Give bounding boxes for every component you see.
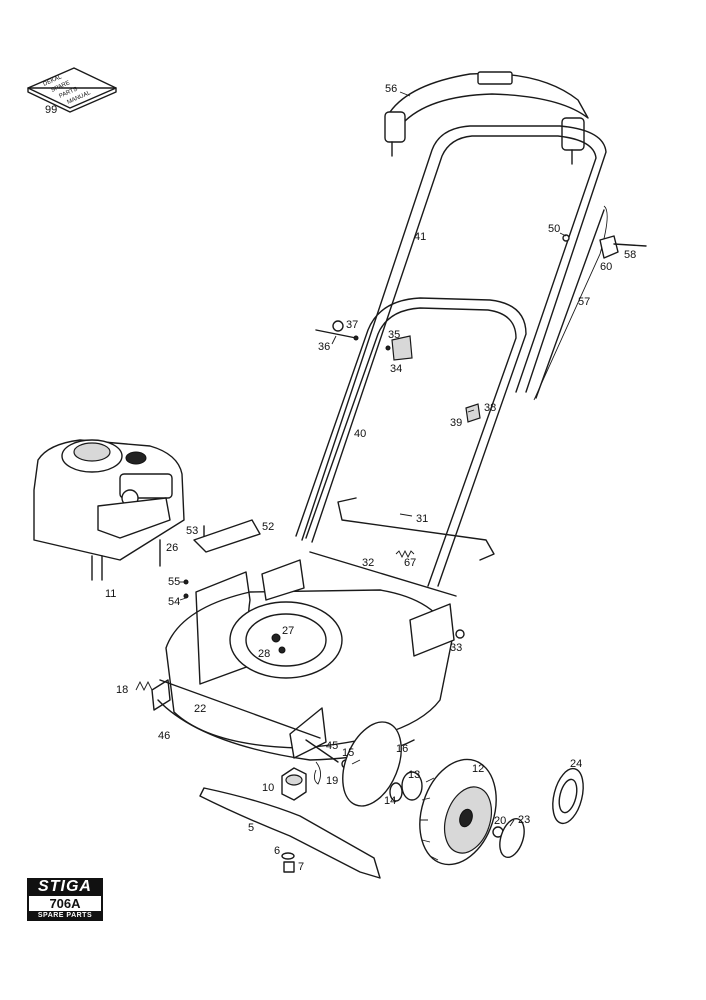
label-36: 36 — [318, 341, 330, 353]
label-54: 54 — [168, 596, 180, 608]
label-20: 20 — [494, 815, 506, 827]
label-60: 60 — [600, 261, 612, 273]
label-16: 16 — [396, 743, 408, 755]
wheel — [419, 758, 497, 866]
control-lever — [562, 234, 647, 259]
blade-bolt — [281, 852, 295, 873]
hubcap-disc — [342, 721, 402, 807]
leader-lines — [179, 91, 567, 827]
label-57: 57 — [578, 296, 590, 308]
label-26: 26 — [166, 542, 178, 554]
handle-knob-bolt — [315, 320, 359, 341]
label-35: 35 — [388, 329, 400, 341]
control-cable — [533, 205, 608, 401]
label-99: 99 — [45, 104, 57, 116]
logo-brand: STIGA — [27, 878, 103, 896]
label-22: 22 — [194, 703, 206, 715]
manual-booklet: DEKAL SPARE PARTS MANUAL — [27, 67, 117, 113]
label-55: 55 — [168, 576, 180, 588]
label-41: 41 — [414, 231, 426, 243]
label-28: 28 — [258, 648, 270, 660]
wheel-cap — [499, 817, 525, 859]
label-13: 13 — [408, 769, 420, 781]
lower-handle — [295, 297, 527, 587]
label-46: 46 — [158, 730, 170, 742]
blade-adapter — [281, 767, 307, 801]
upper-handle — [301, 125, 607, 543]
handle-grip — [384, 71, 589, 165]
label-23: 23 — [518, 814, 530, 826]
cutter-blade — [199, 787, 381, 879]
logo-model: 706A — [27, 896, 103, 911]
label-39: 39 — [450, 417, 462, 429]
label-18: 18 — [116, 684, 128, 696]
label-19: 19 — [326, 775, 338, 787]
stiga-logo: STIGA 706A SPARE PARTS — [27, 878, 103, 922]
engine-bracket — [159, 519, 261, 599]
rear-flap-rod — [337, 497, 495, 561]
wheel-bushing — [389, 771, 423, 802]
label-45: 45 — [326, 740, 338, 752]
label-50: 50 — [548, 223, 560, 235]
label-10: 10 — [262, 782, 274, 794]
label-32: 32 — [362, 557, 374, 569]
label-37: 37 — [346, 319, 358, 331]
label-33: 33 — [450, 642, 462, 654]
label-12: 12 — [472, 763, 484, 775]
handle-clip — [385, 335, 413, 361]
label-38: 38 — [484, 402, 496, 414]
label-14: 14 — [384, 795, 396, 807]
mower-deck — [151, 559, 465, 761]
label-6: 6 — [274, 845, 280, 857]
label-27: 27 — [282, 625, 294, 637]
label-31: 31 — [416, 513, 428, 525]
logo-subtitle: SPARE PARTS — [27, 911, 103, 921]
label-34: 34 — [390, 363, 402, 375]
label-15: 15 — [342, 747, 354, 759]
retaining-clip — [313, 761, 321, 785]
label-40: 40 — [354, 428, 366, 440]
label-11: 11 — [105, 588, 116, 600]
label-56: 56 — [385, 83, 397, 95]
label-58: 58 — [624, 249, 636, 261]
part-labels: 99 56 41 50 58 60 57 37 36 35 34 38 39 4… — [45, 83, 636, 873]
label-53: 53 — [186, 525, 198, 537]
label-24: 24 — [570, 758, 582, 770]
cable-clamp — [465, 403, 481, 423]
label-67: 67 — [404, 557, 416, 569]
engine — [33, 439, 185, 581]
rear-flap-spring — [135, 680, 153, 692]
wheel-disc — [552, 767, 584, 825]
label-5: 5 — [248, 822, 254, 834]
height-rod — [309, 551, 457, 597]
spring — [395, 549, 415, 559]
label-52: 52 — [262, 521, 274, 533]
label-7: 7 — [298, 861, 304, 873]
